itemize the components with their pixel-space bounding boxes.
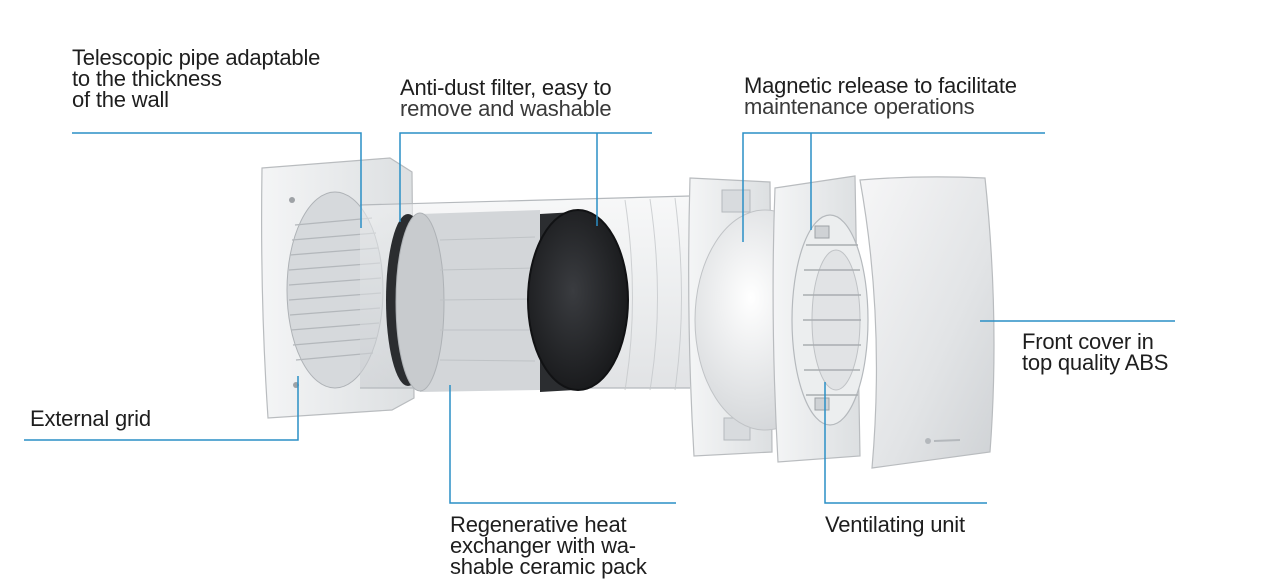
ceramic-heat-exchanger — [395, 210, 540, 392]
leader-lines — [24, 132, 1175, 504]
label-anti-dust-filter: Anti-dust filter, easy to remove and was… — [400, 75, 612, 121]
ventilating-unit-part — [772, 175, 869, 463]
leader-line-telescopic-pipe — [72, 132, 362, 228]
leader-line-external-grid — [24, 376, 299, 441]
anti-dust-filter-right — [527, 209, 629, 392]
label-telescopic-pipe: Telescopic pipe adaptable to the thickne… — [72, 45, 321, 112]
label-ventilating-unit: Ventilating unit — [825, 512, 965, 537]
label-external-grid: External grid — [30, 406, 151, 431]
leader-line-anti-dust-filter — [399, 132, 652, 222]
label-front-cover: Front cover in top quality ABS — [1022, 329, 1169, 375]
leader-line-heat-exchanger — [449, 385, 676, 504]
leader-line-ventilating-unit — [824, 382, 987, 504]
front-cover-part — [859, 176, 995, 469]
leader-line-magnetic-release — [742, 132, 1045, 242]
label-magnetic-release: Magnetic release to facilitate maintenan… — [744, 73, 1017, 119]
label-regenerative-heat-exchanger: Regenerative heat exchanger with wa- sha… — [450, 512, 647, 579]
